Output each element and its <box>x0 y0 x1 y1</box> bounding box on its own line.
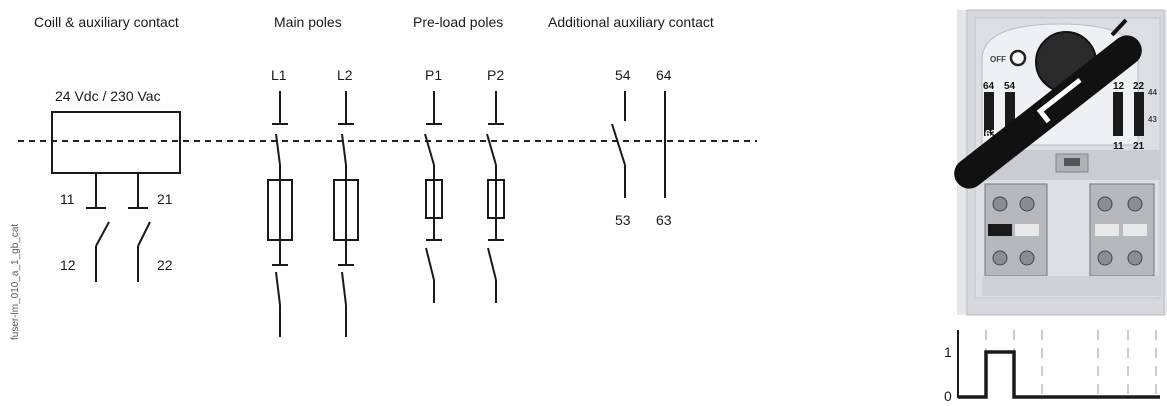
label-22: 22 <box>157 257 173 273</box>
photo-label-63: 63 <box>985 129 997 140</box>
coil-rating: 24 Vdc / 230 Vac <box>55 88 161 104</box>
main-pole-L2 <box>333 91 359 337</box>
heading-additional-aux: Additional auxiliary contact <box>548 14 714 30</box>
label-L1: L1 <box>271 67 287 83</box>
photo-label-11: 11 <box>1113 141 1124 152</box>
heading-main-poles: Main poles <box>274 14 342 30</box>
photo-label-12: 12 <box>1113 81 1125 92</box>
label-12: 12 <box>60 257 76 273</box>
timing-grid <box>985 330 1157 398</box>
preload-pole-P1 <box>424 91 443 303</box>
label-63: 63 <box>656 212 672 228</box>
aux-contact-21-22 <box>128 173 151 282</box>
photo-label-off: OFF <box>990 55 1006 64</box>
label-54: 54 <box>615 67 631 83</box>
photo-label-21: 21 <box>1133 141 1145 152</box>
label-P2: P2 <box>487 67 504 83</box>
aux-contact-11-12 <box>86 173 110 282</box>
label-11: 11 <box>60 191 75 207</box>
label-L2: L2 <box>337 67 353 83</box>
photo-label-54: 54 <box>1004 81 1016 92</box>
photo-label-64: 64 <box>983 81 995 92</box>
label-53: 53 <box>615 212 631 228</box>
timing-chart: 1 0 <box>944 330 1160 404</box>
timing-y-label-0: 0 <box>944 388 952 401</box>
photo-label-44: 44 <box>1148 88 1157 97</box>
timing-signal <box>958 350 1160 399</box>
label-64: 64 <box>656 67 672 83</box>
timing-y-label-1: 1 <box>944 344 952 360</box>
additional-contact-54-53 <box>611 91 626 198</box>
photo-label-22: 22 <box>1133 81 1145 92</box>
label-P1: P1 <box>425 67 442 83</box>
main-pole-L1 <box>267 91 293 337</box>
heading-coil: Coill & auxiliary contact <box>34 14 179 30</box>
photo-label-43: 43 <box>1148 115 1157 124</box>
device-photo: OFF ON 64 54 63 53 12 22 11 21 44 43 <box>954 9 1167 316</box>
coil-box <box>51 111 181 174</box>
rotary-handle <box>954 35 1142 189</box>
label-21: 21 <box>157 191 173 207</box>
side-label: fuser-lm_010_a_1_gb_cat <box>10 224 21 340</box>
heading-preload-poles: Pre-load poles <box>413 14 503 30</box>
preload-pole-P2 <box>486 91 505 303</box>
